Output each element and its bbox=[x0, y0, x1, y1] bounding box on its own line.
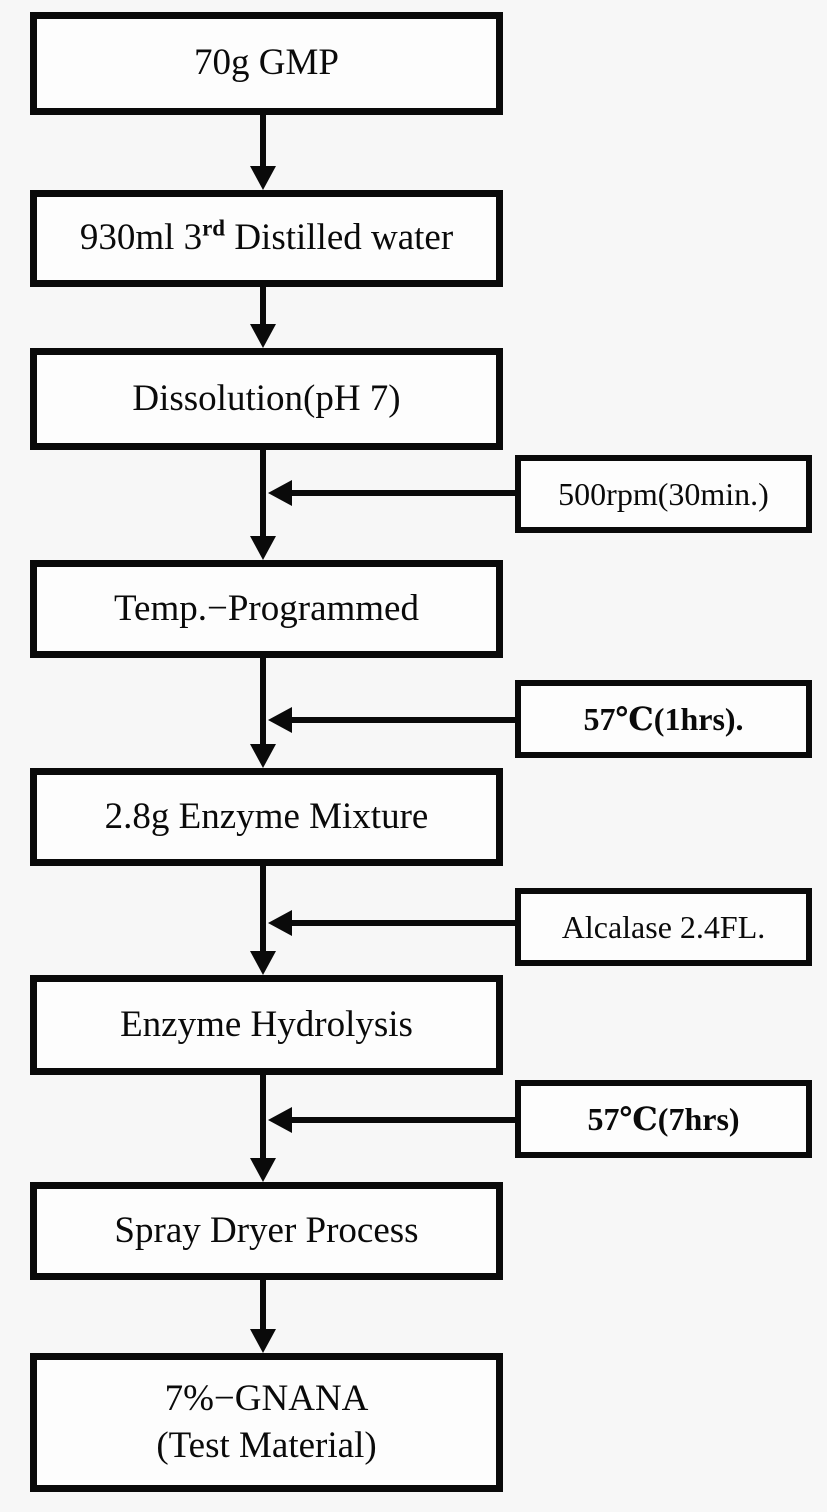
step-box-dissolution: Dissolution(pH 7) bbox=[30, 348, 503, 450]
ordinal-superscript: rd bbox=[202, 216, 226, 242]
down-arrow-icon bbox=[250, 115, 276, 190]
step-label-spray-dryer: Spray Dryer Process bbox=[114, 1209, 419, 1251]
step-label-gmp: 70g GMP bbox=[194, 42, 339, 84]
step-label-temp-programmed: Temp.−Programmed bbox=[114, 587, 419, 629]
annotation-label-rpm: 500rpm(30min.) bbox=[558, 475, 769, 512]
down-arrow-icon bbox=[250, 1280, 276, 1353]
step-label-dissolution: Dissolution(pH 7) bbox=[132, 377, 401, 419]
down-arrow-icon bbox=[250, 1075, 276, 1182]
step-box-gnana-test-material: 7%−GNANA (Test Material) bbox=[30, 1353, 503, 1492]
step-label-gnana: 7%−GNANA (Test Material) bbox=[156, 1378, 377, 1466]
left-arrow-icon bbox=[268, 480, 515, 506]
annotation-label-57c-1hrs: 57℃(1hrs). bbox=[583, 701, 744, 737]
down-arrow-icon bbox=[250, 450, 276, 560]
step-label-enzyme-mixture: 2.8g Enzyme Mixture bbox=[104, 795, 429, 837]
annotation-box-rpm: 500rpm(30min.) bbox=[515, 455, 812, 533]
down-arrow-icon bbox=[250, 866, 276, 975]
step-box-temp-programmed: Temp.−Programmed bbox=[30, 560, 503, 658]
step-label-enzyme-hydrolysis: Enzyme Hydrolysis bbox=[120, 1003, 413, 1045]
left-arrow-icon bbox=[268, 1107, 515, 1133]
left-arrow-icon bbox=[268, 910, 515, 936]
step-label-distilled-water: 930ml 3rd Distilled water bbox=[79, 216, 454, 259]
left-arrow-icon bbox=[268, 707, 515, 733]
annotation-box-alcalase: Alcalase 2.4FL. bbox=[515, 888, 812, 966]
down-arrow-icon bbox=[250, 287, 276, 348]
step-box-enzyme-hydrolysis: Enzyme Hydrolysis bbox=[30, 975, 503, 1075]
annotation-label-57c-7hrs: 57℃(7hrs) bbox=[587, 1101, 740, 1137]
annotation-box-57c-7hrs: 57℃(7hrs) bbox=[515, 1080, 812, 1158]
down-arrow-icon bbox=[250, 658, 276, 768]
annotation-label-alcalase: Alcalase 2.4FL. bbox=[561, 908, 766, 945]
step-box-gmp: 70g GMP bbox=[30, 12, 503, 115]
annotation-box-57c-1hrs: 57℃(1hrs). bbox=[515, 680, 812, 758]
step-box-distilled-water: 930ml 3rd Distilled water bbox=[30, 190, 503, 287]
step-box-enzyme-mixture: 2.8g Enzyme Mixture bbox=[30, 768, 503, 866]
step-box-spray-dryer: Spray Dryer Process bbox=[30, 1182, 503, 1280]
